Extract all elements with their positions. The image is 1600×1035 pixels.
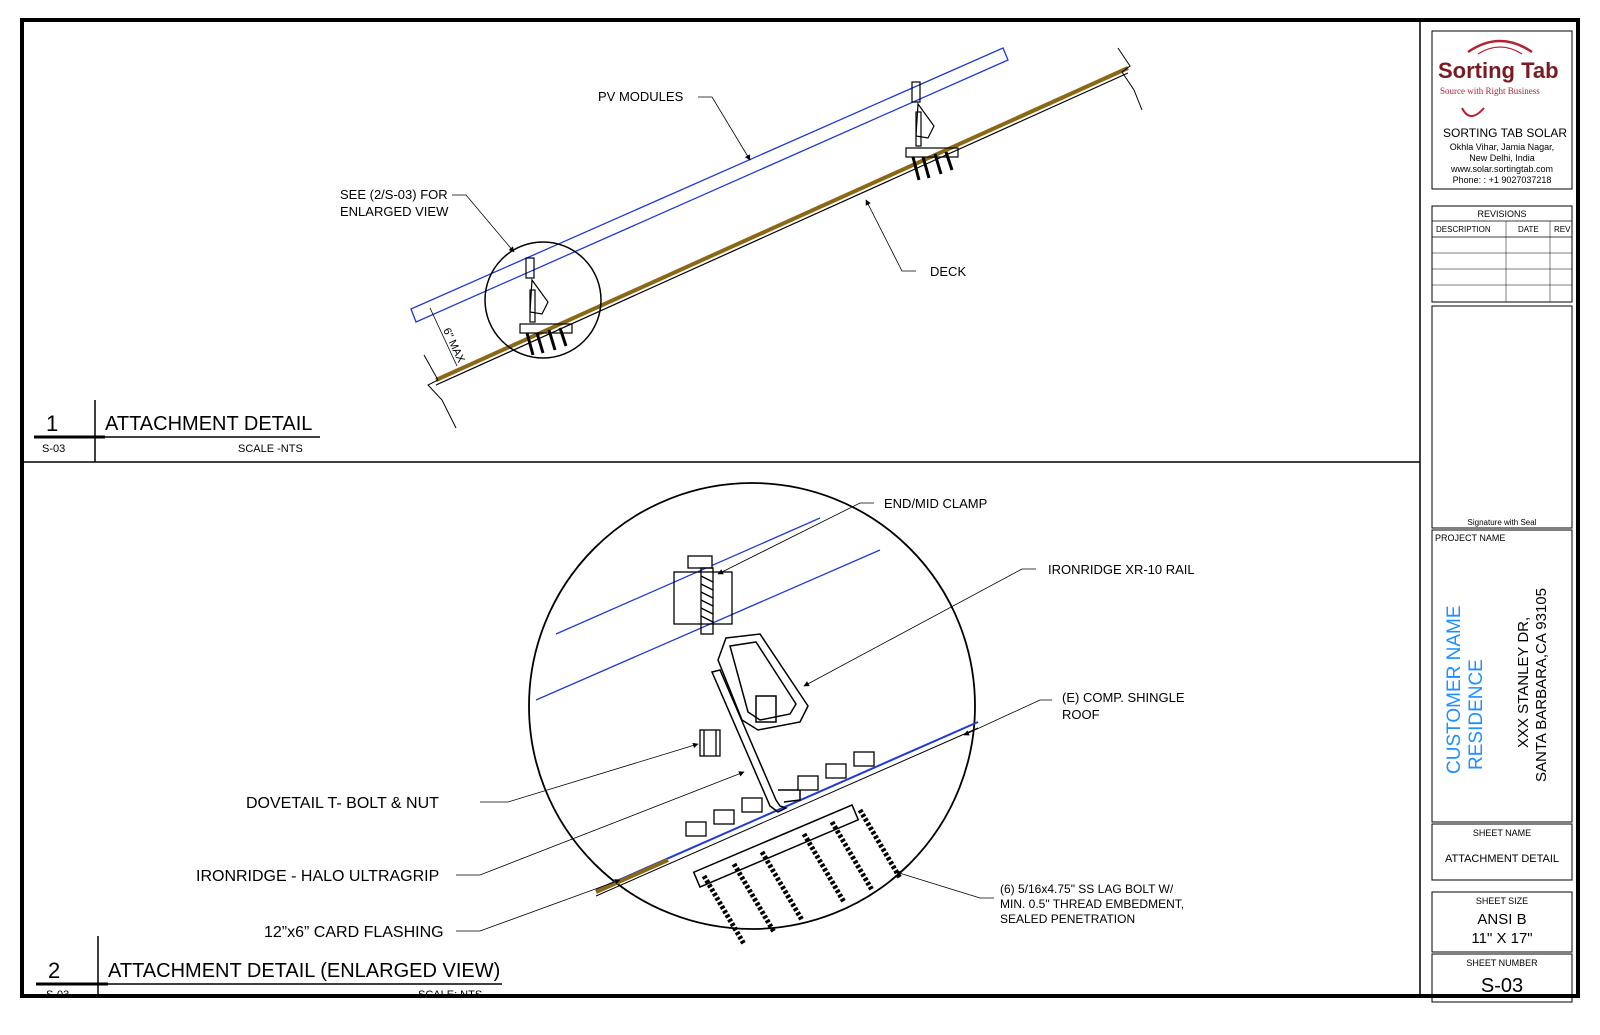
rev-col-description: DESCRIPTION — [1436, 225, 1491, 234]
drawing2-title: ATTACHMENT DETAIL (ENLARGED VIEW) — [108, 960, 500, 982]
drawing2-scale: SCALE: NTS — [418, 989, 482, 1001]
revisions-header: REVISIONS — [1477, 209, 1526, 219]
halo-ultragrip — [692, 669, 860, 888]
pv-modules-leader — [698, 96, 751, 161]
mount-right — [905, 81, 959, 181]
rev-col-rev: REV — [1554, 225, 1571, 234]
lag-bolt-heads — [685, 751, 875, 837]
deck-line — [435, 66, 1129, 382]
roof-underline — [595, 727, 979, 897]
see-leader — [452, 194, 515, 253]
signature-label: Signature with Seal — [1468, 518, 1537, 527]
flashing-leader — [456, 879, 621, 932]
detail-callout-circle — [484, 241, 602, 359]
deck-leader — [865, 199, 916, 272]
company-website: www.solar.sortingtab.com — [1450, 164, 1553, 174]
sheet-number-box — [1431, 953, 1573, 1003]
title-block: Sorting Tab Source with Right Business S… — [1431, 30, 1573, 1003]
company-address-1: Okhla Vihar, Jamia Nagar, — [1450, 142, 1554, 152]
module-line-top — [555, 517, 821, 635]
sheet-name-box — [1431, 823, 1573, 881]
break-line-left — [423, 354, 457, 429]
module-line-bottom — [535, 549, 881, 701]
end-mid-clamp — [673, 555, 733, 635]
company-phone: Phone: : +1 9027037218 — [1453, 175, 1552, 185]
revisions-box — [1431, 205, 1573, 303]
sheet-size-2: 11" X 17" — [1471, 930, 1532, 947]
customer-name-line1: CUSTOMER NAME — [1444, 605, 1465, 774]
roof-label-line2: ROOF — [1062, 707, 1100, 722]
roof-label-line1: (E) COMP. SHINGLE — [1062, 690, 1185, 705]
logo-arc-icon — [1467, 39, 1533, 54]
company-name: SORTING TAB SOLAR — [1443, 126, 1567, 140]
lag-label-line1: (6) 5/16x4.75" SS LAG BOLT W/ — [1000, 882, 1174, 896]
see-label-line1: SEE (2/S-03) FOR — [340, 187, 448, 202]
customer-name-line2: RESIDENCE — [1466, 659, 1487, 770]
lag-label-line2: MIN. 0.5" THREAD EMBEDMENT, — [1000, 897, 1184, 911]
logo-swoosh-icon — [1461, 107, 1485, 117]
sheet-number-label: SHEET NUMBER — [1466, 958, 1538, 968]
tbolt-leader — [480, 742, 699, 803]
project-address-line1: XXX STANLEY DR, — [1515, 617, 1532, 748]
drawing1-number: 1 — [46, 411, 58, 436]
drawing1-scale: SCALE -NTS — [238, 443, 303, 455]
break-line-right — [1117, 47, 1143, 111]
pv-modules-label: PV MODULES — [598, 89, 684, 104]
drawing-1: 6" MAX PV MODULES SEE (2/S-03) FOR ENLAR… — [34, 47, 1143, 462]
project-name-label: PROJECT NAME — [1435, 533, 1505, 543]
max-dimension-label: 6" MAX — [440, 326, 467, 365]
see-label-line2: ENLARGED VIEW — [340, 204, 449, 219]
ironridge-rail — [717, 633, 809, 731]
clamp-leader — [717, 502, 874, 575]
halo-leader — [456, 771, 745, 876]
lag-label-line3: SEALED PENETRATION — [1000, 912, 1135, 926]
lag-leader — [895, 870, 994, 899]
sheet-name: ATTACHMENT DETAIL — [1445, 853, 1559, 865]
max-dimension-line — [429, 307, 458, 367]
drawing2-number: 2 — [48, 958, 60, 983]
deck-label: DECK — [930, 264, 966, 279]
logo-arc-icon-inner — [1477, 46, 1523, 55]
enlarged-view-circle — [528, 482, 976, 930]
sheet-border — [20, 18, 1580, 998]
drawing-2: END/MID CLAMP IRONRIDGE XR-10 RAIL (E) C… — [36, 482, 1195, 1001]
sheet-number: S-03 — [1481, 975, 1523, 997]
sheet-name-label: SHEET NAME — [1473, 828, 1531, 838]
roof-leader — [963, 699, 1052, 736]
signature-box — [1431, 305, 1573, 529]
halo-label: IRONRIDGE - HALO ULTRAGRIP — [196, 868, 439, 885]
mount-left — [519, 257, 573, 356]
project-box — [1431, 529, 1573, 823]
pv-module — [410, 47, 1009, 323]
tbolt-nut — [699, 729, 721, 757]
drawing2-sheet-ref: S-03 — [46, 989, 69, 1001]
drawing1-sheet-ref: S-03 — [42, 443, 65, 455]
end-mid-clamp-label: END/MID CLAMP — [884, 496, 987, 511]
sheet-size-label: SHEET SIZE — [1476, 896, 1528, 906]
flashing-label: 12”x6” CARD FLASHING — [264, 924, 444, 941]
drawing1-title: ATTACHMENT DETAIL — [105, 413, 312, 435]
rail-leader — [803, 568, 1036, 687]
rail-label: IRONRIDGE XR-10 RAIL — [1048, 562, 1195, 577]
roof-line-brown — [595, 858, 669, 894]
lag-bolts — [701, 808, 903, 946]
sheet-size-1: ANSI B — [1477, 911, 1526, 928]
sheet-size-box — [1431, 891, 1573, 953]
project-address-line2: SANTA BARBARA,CA 93105 — [1533, 588, 1550, 782]
rev-col-date: DATE — [1518, 225, 1539, 234]
company-box — [1431, 30, 1573, 190]
logo-text: Sorting Tab — [1438, 58, 1559, 83]
logo-tagline: Source with Right Business — [1440, 86, 1540, 96]
tbolt-label: DOVETAIL T- BOLT & NUT — [246, 795, 439, 812]
company-address-2: New Delhi, India — [1469, 153, 1535, 163]
